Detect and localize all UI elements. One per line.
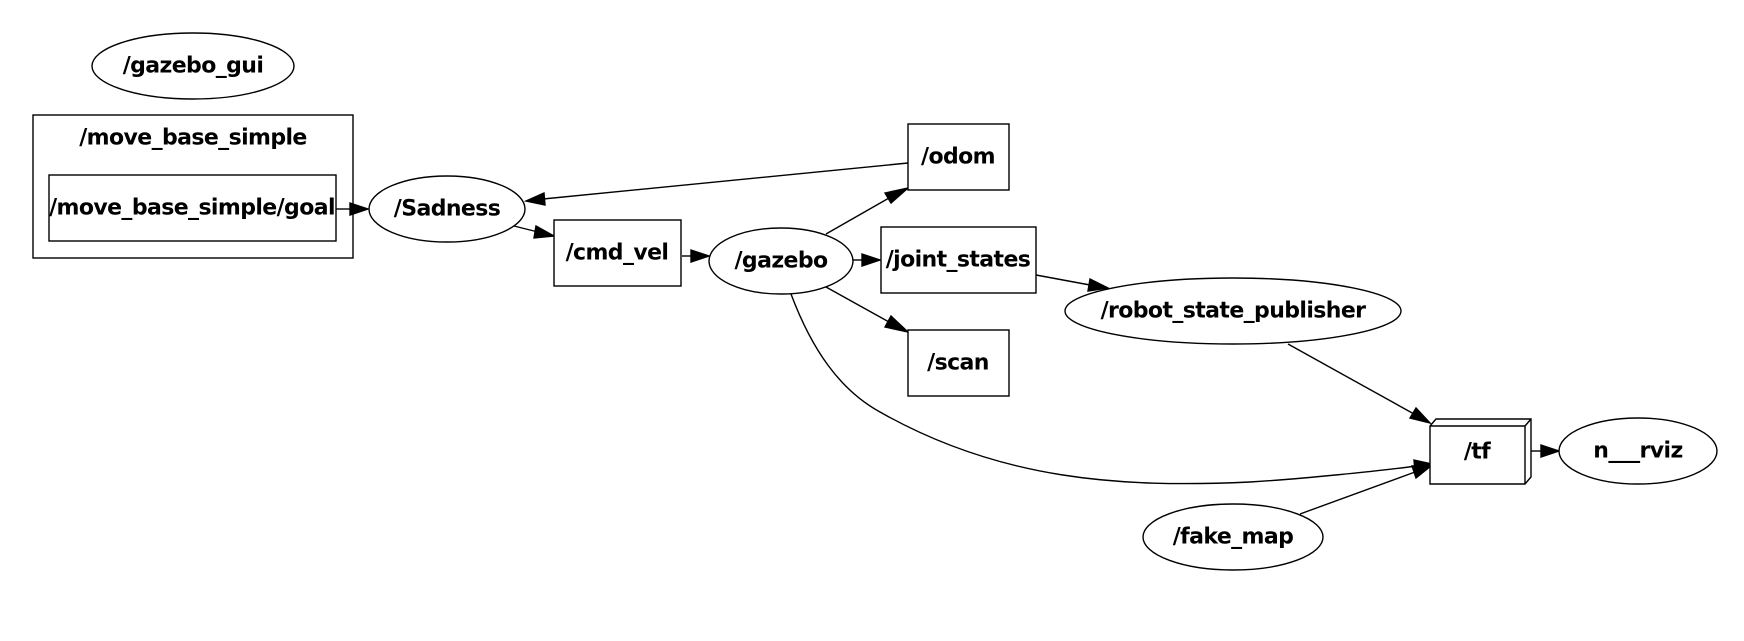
edge-fake-map-to-tf bbox=[1299, 465, 1433, 515]
topic-odom[interactable]: /odom bbox=[907, 123, 1010, 191]
node-label: /tf bbox=[1464, 440, 1491, 465]
topic-move-base-simple-goal[interactable]: /move_base_simple/goal bbox=[48, 174, 337, 242]
node-label: /odom bbox=[921, 145, 995, 170]
node-label: /move_base_simple/goal bbox=[49, 196, 335, 221]
edge-odom-to-sadness bbox=[523, 162, 909, 206]
node-fake-map[interactable]: /fake_map bbox=[1142, 503, 1324, 571]
node-label: /fake_map bbox=[1173, 525, 1294, 550]
node-label: /robot_state_publisher bbox=[1101, 299, 1367, 324]
edge-cmd-vel-to-gazebo bbox=[682, 249, 712, 263]
cluster-label: /move_base_simple bbox=[79, 126, 307, 151]
edge-tf-to-rviz bbox=[1531, 444, 1562, 458]
topic-joint-states[interactable]: /joint_states bbox=[880, 226, 1037, 294]
node-gazebo[interactable]: /gazebo bbox=[708, 227, 854, 295]
node-sadness[interactable]: /Sadness bbox=[368, 175, 526, 243]
node-gazebo-gui[interactable]: /gazebo_gui bbox=[91, 32, 295, 100]
edge-goal-to-sadness bbox=[336, 202, 371, 216]
edge-gazebo-to-odom bbox=[825, 186, 911, 235]
node-label: /scan bbox=[927, 351, 989, 376]
edge-sadness-to-cmd-vel bbox=[513, 224, 557, 239]
node-label: n___rviz bbox=[1593, 439, 1682, 464]
edge-rsp-to-tf bbox=[1287, 343, 1433, 425]
edge-joint-states-to-rsp bbox=[1035, 274, 1111, 292]
edge-gazebo-to-scan bbox=[825, 286, 911, 334]
node-label: /joint_states bbox=[886, 248, 1031, 273]
node-label: /gazebo_gui bbox=[123, 54, 264, 79]
edges bbox=[336, 162, 1562, 515]
node-rviz[interactable]: n___rviz bbox=[1558, 417, 1718, 485]
node-label: /cmd_vel bbox=[566, 241, 669, 266]
topic-scan[interactable]: /scan bbox=[907, 329, 1010, 397]
topic-cmd-vel[interactable]: /cmd_vel bbox=[553, 219, 682, 287]
node-robot-state-publisher[interactable]: /robot_state_publisher bbox=[1064, 277, 1402, 345]
topic-tf[interactable]: /tf bbox=[1429, 418, 1532, 485]
node-label: /gazebo bbox=[734, 249, 828, 274]
cluster-move-base-simple: /move_base_simple bbox=[32, 114, 354, 259]
node-label: /Sadness bbox=[394, 197, 501, 222]
edge-gazebo-to-joint-states bbox=[853, 253, 883, 267]
